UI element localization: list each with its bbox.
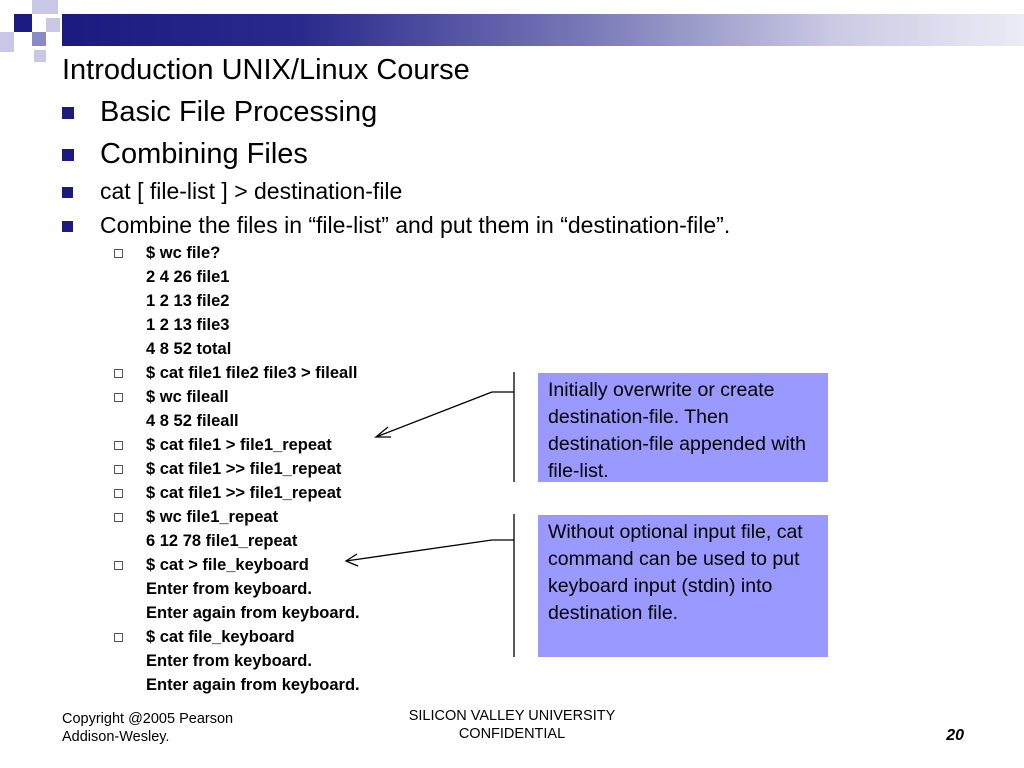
hollow-square-bullet-icon [114, 513, 123, 522]
bullet-combining-files: Combining Files [62, 136, 962, 172]
code-line: 1 2 13 file3 [146, 316, 230, 334]
footer-university: SILICON VALLEY UNIVERSITY CONFIDENTIAL [408, 708, 616, 742]
code-line: 1 2 13 file2 [146, 292, 230, 310]
hollow-square-bullet-icon [114, 633, 123, 642]
bullet-basic-file-processing: Basic File Processing [62, 94, 962, 130]
code-example-list: $ wc file? 2 4 26 file1 1 2 13 file2 1 2… [114, 241, 534, 697]
code-line: Enter from keyboard. [146, 580, 312, 598]
bullet-cat-syntax: cat [ file-list ] > destination-file [62, 176, 962, 206]
hollow-square-bullet-icon [114, 561, 123, 570]
code-line: $ cat file1 file2 file3 > fileall [114, 361, 534, 385]
code-line: Enter from keyboard. [146, 652, 312, 670]
code-line: $ wc fileall [114, 385, 534, 409]
square-bullet-icon [62, 107, 74, 119]
code-line: $ wc file? [114, 241, 534, 265]
title-bar-gradient [62, 14, 1024, 46]
callout-note-keyboard: Without optional input file, cat command… [538, 515, 828, 657]
code-line: 6 12 78 file1_repeat [146, 532, 298, 550]
code-line: 4 8 52 total [146, 340, 232, 358]
hollow-square-bullet-icon [114, 489, 123, 498]
code-line: 2 4 26 file1 [146, 268, 230, 286]
code-line: $ cat file_keyboard [114, 625, 534, 649]
bullet-text: Basic File Processing [100, 96, 378, 128]
callout-note-overwrite: Initially overwrite or create destinatio… [538, 373, 828, 482]
bullet-combine-description: Combine the files in “file-list” and put… [62, 210, 962, 240]
hollow-square-bullet-icon [114, 249, 123, 258]
square-bullet-icon [62, 149, 74, 161]
code-line: $ cat file1 >> file1_repeat [114, 481, 534, 505]
code-line: Enter again from keyboard. [146, 676, 360, 694]
hollow-square-bullet-icon [114, 369, 123, 378]
footer-copyright: Copyright @2005 Pearson Addison-Wesley. [62, 711, 234, 745]
logo-squares-decoration [0, 0, 80, 70]
hollow-square-bullet-icon [114, 393, 123, 402]
bullet-text: cat [ file-list ] > destination-file [100, 178, 403, 204]
bullet-text: Combining Files [100, 138, 308, 170]
page-number: 20 [946, 727, 964, 744]
hollow-square-bullet-icon [114, 441, 123, 450]
hollow-square-bullet-icon [114, 465, 123, 474]
bullet-text: Combine the files in “file-list” and put… [100, 212, 731, 238]
code-line: $ cat file1 >> file1_repeat [114, 457, 534, 481]
code-line: Enter again from keyboard. [146, 604, 360, 622]
code-line: $ wc file1_repeat [114, 505, 534, 529]
code-line: $ cat > file_keyboard [114, 553, 534, 577]
square-bullet-icon [62, 221, 73, 232]
code-line: $ cat file1 > file1_repeat [114, 433, 534, 457]
square-bullet-icon [62, 187, 73, 198]
code-line: 4 8 52 fileall [146, 412, 239, 430]
slide-title: Introduction UNIX/Linux Course [62, 54, 470, 86]
